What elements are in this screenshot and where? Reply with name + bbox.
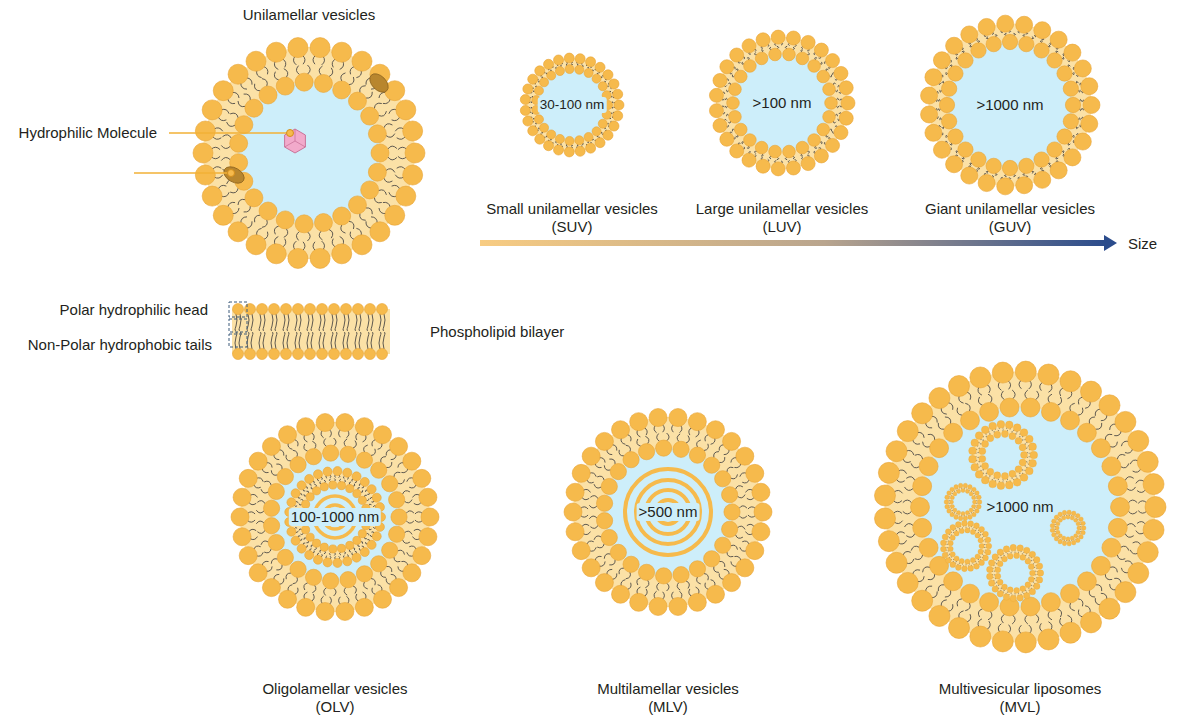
axis-label: Size (1128, 235, 1157, 253)
small-vesicle: 30-100 nmSmall unilamellar vesicles (SUV… (520, 53, 624, 157)
vesicle-name: Large unilamellar vesicles (LUV) (675, 200, 890, 236)
bilayer (285, 467, 386, 568)
bilayer (987, 544, 1044, 601)
bilayer (564, 409, 772, 616)
bilayer (1050, 510, 1086, 546)
part-label: Phospholipid bilayer (430, 323, 564, 341)
size-value: >1000 nm (974, 96, 1045, 114)
group-title: Unilamellar vesicles (243, 6, 376, 24)
bilayer (944, 483, 982, 520)
vesicle-name: Multilamellar vesicles (MLV) (576, 680, 761, 716)
size-value: 100-1000 nm (289, 508, 381, 526)
bilayer (520, 53, 624, 157)
vesicle-outline (192, 36, 426, 270)
size-value: >500 nm (637, 503, 700, 521)
vesicle-name: Small unilamellar vesicles (SUV) (464, 200, 680, 236)
bilayer (231, 414, 439, 621)
callout-label: Hydrophilic Molecule (19, 124, 157, 142)
size-value: >100 nm (751, 94, 814, 112)
multivesicular-liposome: >1000 nmMultivesicular liposomes (MVL) (874, 361, 1166, 653)
bilayer (940, 520, 991, 571)
vesicle-name: Oligolamellar vesicles (OLV) (241, 680, 428, 716)
bilayer (921, 15, 1100, 195)
bilayer (709, 30, 855, 176)
large-vesicle: >100 nmLarge unilamellar vesicles (LUV) (709, 30, 855, 176)
bilayer (874, 361, 1166, 653)
size-value: >1000 nm (984, 498, 1055, 516)
leader-line (134, 130, 294, 177)
multilamellar-vesicle: >500 nmMultilamellar vesicles (MLV) (564, 408, 772, 616)
size-value: 30-100 nm (538, 97, 607, 113)
giant-vesicle: >1000 nmGiant unilamellar vesicles (GUV) (920, 15, 1100, 195)
vesicle-name: Giant unilamellar vesicles (GUV) (902, 200, 1118, 236)
part-label: Polar hydrophilic head (60, 301, 208, 319)
oligolamellar-vesicle: 100-1000 nmOligolamellar vesicles (OLV) (231, 413, 439, 621)
size-arrow (480, 235, 1117, 251)
vesicle-name: Multivesicular liposomes (MVL) (917, 680, 1124, 716)
part-label: Non-Polar hydrophobic tails (28, 336, 212, 354)
unilamellar-vesicle: Unilamellar vesicles (192, 36, 426, 270)
phospholipid-bilayer-strip (232, 304, 390, 360)
bilayer (969, 420, 1038, 489)
bilayer (193, 38, 425, 269)
highlight-boxes (229, 302, 247, 347)
